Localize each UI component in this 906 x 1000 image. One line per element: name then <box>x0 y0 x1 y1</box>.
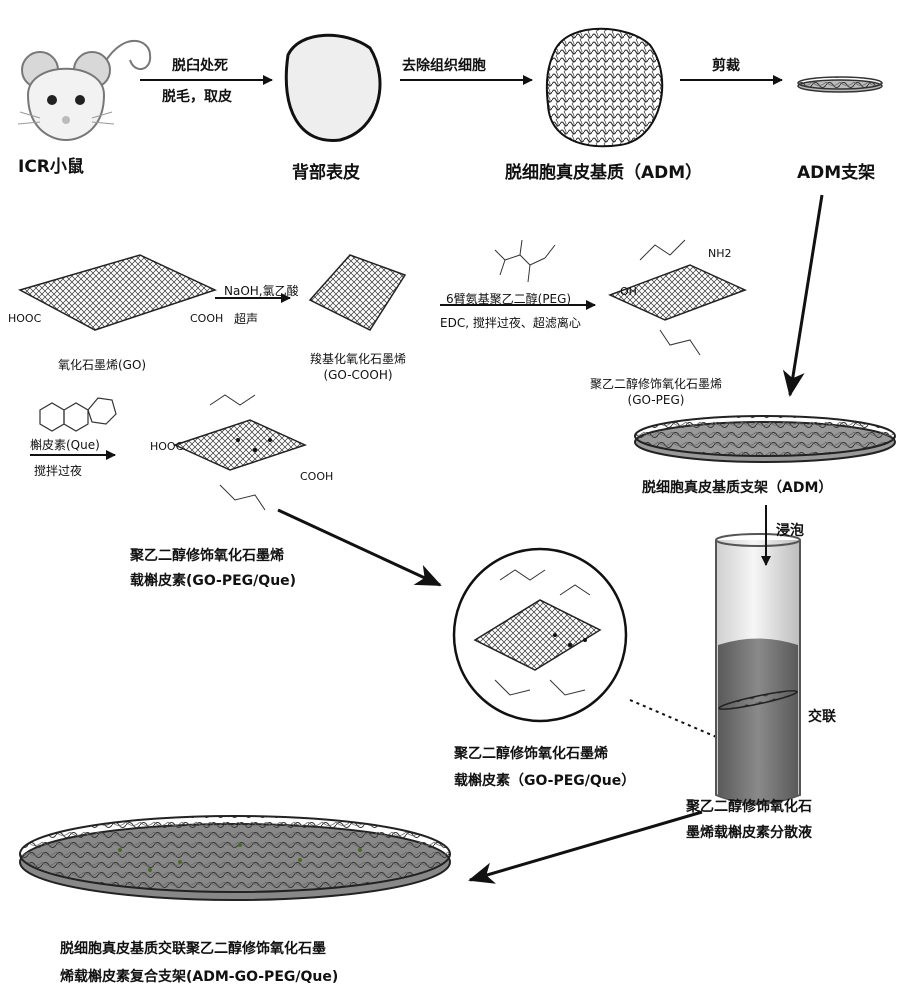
arrow1-top-label: 脱臼处死 <box>172 58 228 74</box>
quercetin-molecule <box>39 397 117 432</box>
gopegque-label-1: 聚乙二醇修饰氧化石墨烯 <box>130 548 284 564</box>
gopegque-sheet <box>172 394 308 511</box>
gocooh-label-2: (GO-COOH) <box>323 368 393 382</box>
go-sheet <box>18 254 218 331</box>
gopeg-sheet <box>608 239 747 356</box>
arrow2-top-label: 去除组织细胞 <box>402 58 486 74</box>
final-label-1: 脱细胞真皮基质交联聚乙二醇修饰氧化石墨 <box>60 941 326 957</box>
adm-label: 脱细胞真皮基质（ADM） <box>505 163 703 183</box>
final-label-2: 烯载槲皮素复合支架(ADM-GO-PEG/Que) <box>60 969 339 985</box>
arrow-go-top-label: NaOH,氯乙酸 <box>224 284 299 298</box>
scaffold-label: ADM支架 <box>797 163 876 183</box>
gocooh-label-1: 羧基化氧化石墨烯 <box>309 352 406 366</box>
adm-scaffold-label: 脱细胞真皮基质支架（ADM） <box>642 480 833 496</box>
gopeg-oh-label: OH <box>620 285 637 298</box>
arrow-que-top-label: 槲皮素(Que) <box>30 438 100 452</box>
arrow3-top-label: 剪裁 <box>712 58 740 74</box>
gopeg-label-1: 聚乙二醇修饰氧化石墨烯 <box>589 377 722 391</box>
skin-shape <box>284 33 382 142</box>
circle-label-1: 聚乙二醇修饰氧化石墨烯 <box>454 746 608 762</box>
adm-scaffold-small <box>797 76 883 93</box>
que-hooc-label: HOOC <box>150 440 184 453</box>
circle-label-2: 载槲皮素（GO-PEG/Que） <box>454 773 636 789</box>
arrow-peg-bottom-label: EDC, 搅拌过夜、超滤离心 <box>440 316 581 330</box>
arrow-to-circle <box>277 508 442 587</box>
soak-label: 浸泡 <box>776 523 804 539</box>
go-cooh-label: COOH <box>190 312 224 325</box>
adm-tissue <box>545 27 664 148</box>
final-composite-disc <box>19 815 451 901</box>
arrow-peg-top-label: 6臂氨基聚乙二醇(PEG) <box>446 292 572 306</box>
arrow1-bottom-label: 脱毛，取皮 <box>162 89 232 105</box>
arrow-go-bottom-label: 超声 <box>234 312 259 326</box>
peg-molecule <box>494 239 556 283</box>
arrow-que-bottom-label: 搅拌过夜 <box>34 464 83 478</box>
mouse-label: ICR小鼠 <box>18 157 84 177</box>
tube-label-2: 墨烯载槲皮素分散液 <box>686 825 812 841</box>
go-label: 氧化石墨烯(GO) <box>58 358 147 372</box>
gopeg-nh2-label: NH2 <box>708 247 732 260</box>
go-hooc-label: HOOC <box>8 312 42 325</box>
gopegque-label-2: 载槲皮素(GO-PEG/Que) <box>130 573 297 589</box>
crosslink-label: 交联 <box>808 709 836 725</box>
tube-label-1: 聚乙二醇修饰氧化石 <box>686 799 812 815</box>
skin-label: 背部表皮 <box>292 163 360 183</box>
test-tube <box>715 533 801 805</box>
que-cooh-label: COOH <box>300 470 334 483</box>
adm-scaffold-disc <box>634 415 896 463</box>
arrow-down-right <box>782 194 824 397</box>
mouse-icon <box>17 39 152 142</box>
gocooh-sheet <box>308 254 407 331</box>
magnified-circle <box>452 547 628 723</box>
arrow-to-final <box>468 810 703 884</box>
gopeg-label-2: (GO-PEG) <box>627 393 685 407</box>
